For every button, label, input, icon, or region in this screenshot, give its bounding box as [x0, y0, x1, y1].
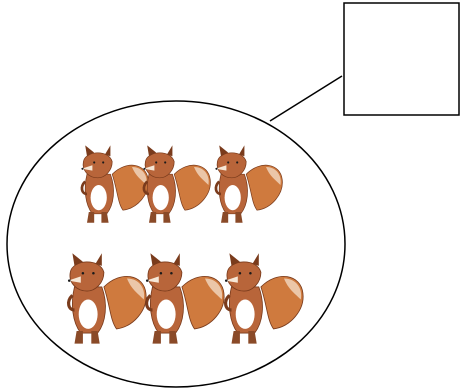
- fox-row-2: [66, 251, 305, 346]
- fox-row-1: [80, 144, 284, 225]
- answer-box[interactable]: [343, 2, 460, 116]
- fox-picture: [142, 144, 212, 225]
- connector-line: [269, 75, 343, 122]
- fox-picture: [214, 144, 284, 225]
- fox-picture: [66, 251, 148, 346]
- fox-picture: [223, 251, 305, 346]
- fox-picture: [144, 251, 226, 346]
- group-ellipse: [6, 100, 346, 388]
- fox-picture: [80, 144, 150, 225]
